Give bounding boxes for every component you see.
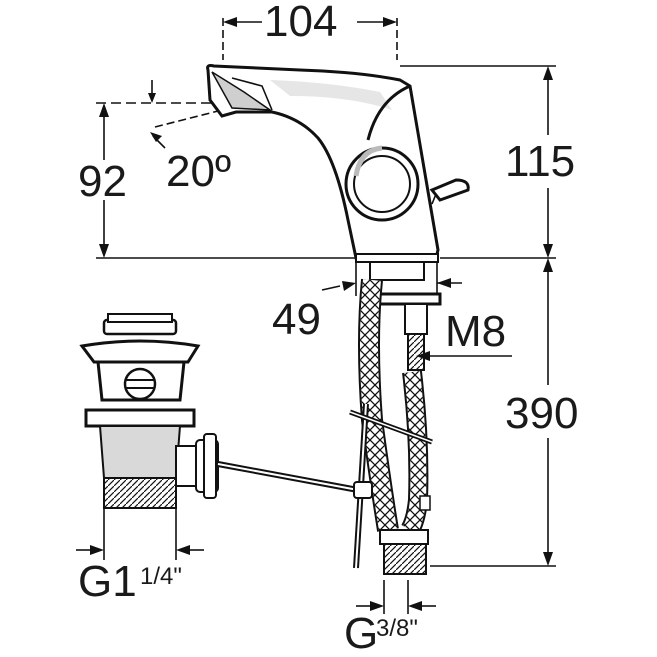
arrow-right-icon: [370, 601, 384, 611]
arrow-right-icon: [342, 281, 356, 291]
dim-label-115: 115: [505, 137, 575, 186]
arrow-left-icon: [176, 545, 190, 555]
handle-ring: [344, 84, 420, 222]
arrow-left-icon: [223, 17, 237, 27]
arrow-right-icon: [383, 17, 397, 27]
waste-drain: [79, 313, 373, 509]
arrow-down-icon: [99, 244, 109, 258]
faucet-body: [206, 64, 470, 263]
dim-label-g1: G1: [78, 557, 137, 606]
dim-label-390: 390: [505, 389, 578, 438]
angle-arrow-icon: [148, 93, 156, 103]
dimension-g-3-8: G 3/8": [344, 580, 436, 657]
angle-arrow2-icon: [150, 132, 162, 142]
dim-label-g: G: [344, 609, 378, 657]
dim-label-g-fraction: 3/8": [376, 615, 418, 642]
dimension-115: 115: [400, 65, 575, 259]
arrow-left-icon: [408, 601, 422, 611]
dim-label-104: 104: [264, 0, 337, 46]
arrow-down-icon: [543, 244, 553, 258]
mounting-hoses: [349, 261, 442, 575]
dimension-m8: M8: [416, 307, 512, 361]
arrow-up-icon: [99, 103, 109, 117]
dim-label-g1-fraction: 1/4": [140, 563, 182, 590]
arrow-up-icon: [543, 258, 553, 272]
dimension-g1-1-4: G1 1/4": [76, 508, 204, 606]
arrow-left-icon: [437, 278, 451, 288]
dimension-390: 390: [430, 258, 578, 567]
dim-label-20deg: 20º: [166, 147, 231, 196]
dim-label-49: 49: [272, 295, 321, 344]
popup-lever: [429, 178, 470, 205]
dim-label-92: 92: [78, 157, 127, 206]
dimension-49: 49: [272, 262, 462, 344]
dimension-angle: 20º: [148, 80, 231, 196]
arrow-up-icon: [543, 66, 553, 80]
arrow-right-icon: [90, 545, 104, 555]
dim-label-m8: M8: [445, 307, 506, 356]
arrow-down-icon: [543, 552, 553, 566]
dimension-92: 92: [78, 102, 360, 259]
dimension-104: 104: [222, 0, 398, 60]
